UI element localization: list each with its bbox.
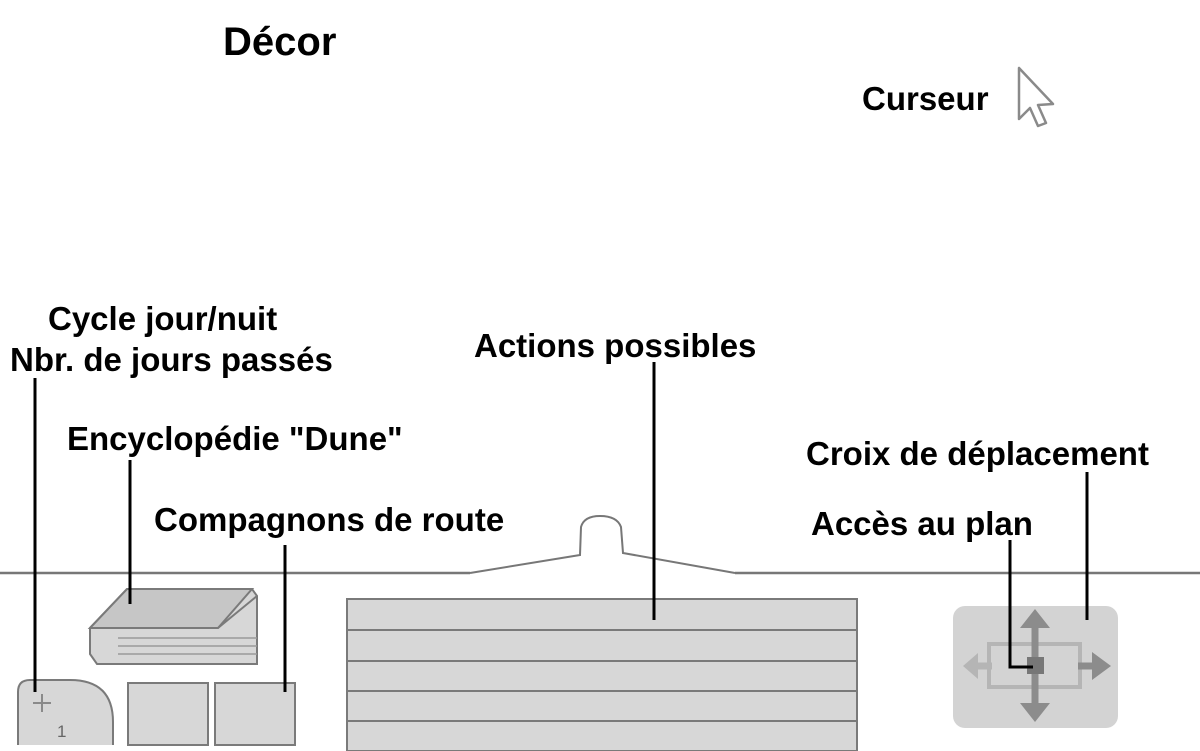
cursor-label: Curseur	[862, 80, 989, 117]
day-night-indicator[interactable]: 1	[17, 679, 114, 745]
decor-label: Décor	[223, 20, 337, 64]
panel-top-line	[0, 514, 1200, 575]
map-access-leader-line	[1008, 540, 1033, 669]
cycle-label-line2: Nbr. de jours passés	[10, 341, 333, 378]
companion-slot-2[interactable]	[214, 682, 296, 746]
encyclopedia-label: Encyclopédie "Dune"	[67, 420, 403, 457]
move-cross-icon[interactable]	[953, 606, 1118, 728]
companions-label: Compagnons de route	[154, 501, 505, 538]
move-cross-label: Croix de déplacement	[806, 435, 1149, 472]
map-access-label: Accès au plan	[811, 505, 1033, 542]
day-counter: 1	[57, 722, 66, 741]
day-night-icon	[33, 694, 51, 712]
leader-lines	[33, 362, 1089, 692]
book-icon[interactable]	[87, 588, 258, 665]
arrow-cursor-icon	[1017, 66, 1055, 128]
companion-slot-1[interactable]	[127, 682, 209, 746]
map-access-button[interactable]	[1027, 657, 1044, 674]
actions-list	[346, 598, 858, 751]
cycle-label-line1: Cycle jour/nuit	[48, 300, 278, 337]
actions-label: Actions possibles	[474, 327, 757, 364]
